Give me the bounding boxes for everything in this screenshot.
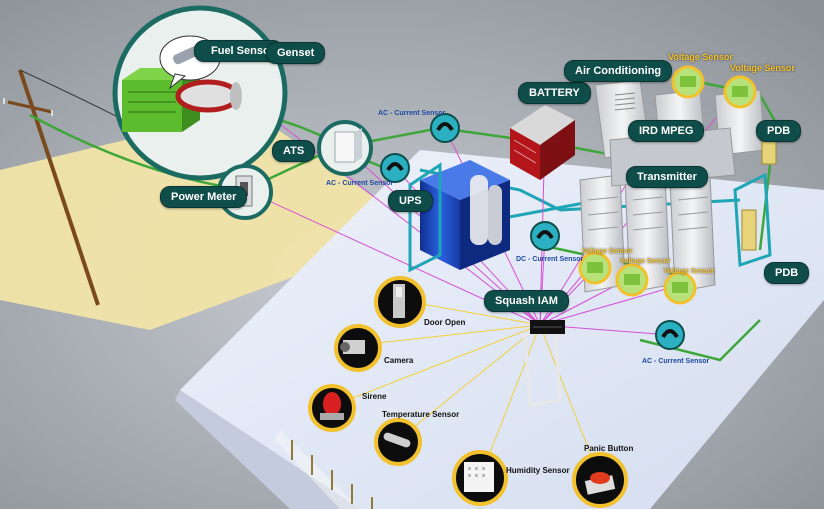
battery-bank	[510, 105, 575, 180]
label-voltage-sensor-4: Voltage Sensor	[620, 258, 671, 265]
label-ups: UPS	[388, 190, 433, 212]
label-voltage-sensor-2: Voltage Sensor	[730, 63, 795, 73]
label-dc-current-sensor: DC - Current Sensor	[516, 256, 584, 263]
label-pdb-top: PDB	[756, 120, 802, 142]
label-ac-current-sensor-3: AC - Current Sensor	[642, 358, 710, 365]
ground-plot	[0, 110, 420, 330]
label-camera: Camera	[384, 356, 414, 365]
label-power-meter: Power Meter	[160, 186, 248, 208]
label-voltage-sensor-1: Voltage Sensor	[668, 52, 733, 62]
label-ac-current-sensor-1: AC - Current Sensor	[378, 110, 446, 117]
current-sensors	[380, 113, 685, 350]
label-voltage-sensor-5: Voltage Sensor	[664, 268, 715, 275]
signal-lines-yellow	[334, 299, 601, 479]
label-ird-mpeg: IRD MPEG	[628, 120, 705, 142]
label-air-conditioning: Air Conditioning	[564, 60, 673, 82]
label-pdb-right: PDB	[764, 262, 810, 284]
ats-device	[317, 120, 373, 176]
fuel-tank	[175, 79, 241, 113]
environment-sensors	[308, 276, 628, 508]
label-door-open: Door Open	[424, 318, 466, 327]
label-transmitter: Transmitter	[626, 166, 708, 188]
genset-unit	[122, 80, 182, 132]
label-humidity-sensor: Humidity Sensor	[506, 466, 570, 475]
label-panic-button: Panic Button	[584, 444, 634, 453]
label-genset: Genset	[266, 42, 326, 64]
voltage-sensors	[578, 65, 757, 305]
genset-bubble	[112, 5, 288, 181]
label-ats: ATS	[272, 140, 316, 162]
label-fuel-sensor: Fuel Sensor	[194, 40, 283, 62]
floor-stilts	[291, 440, 373, 509]
label-temperature-sensor: Temperature Sensor	[382, 410, 460, 419]
label-squash-iam: Squash IAM	[484, 290, 569, 312]
label-battery: BATTERY	[518, 82, 591, 104]
label-ac-current-sensor-2: AC - Current Sensor	[326, 180, 394, 187]
label-sirene: Sirene	[362, 392, 387, 401]
label-voltage-sensor-3: Voltage Sensor	[582, 248, 633, 255]
squash-iam-tower	[523, 320, 565, 407]
